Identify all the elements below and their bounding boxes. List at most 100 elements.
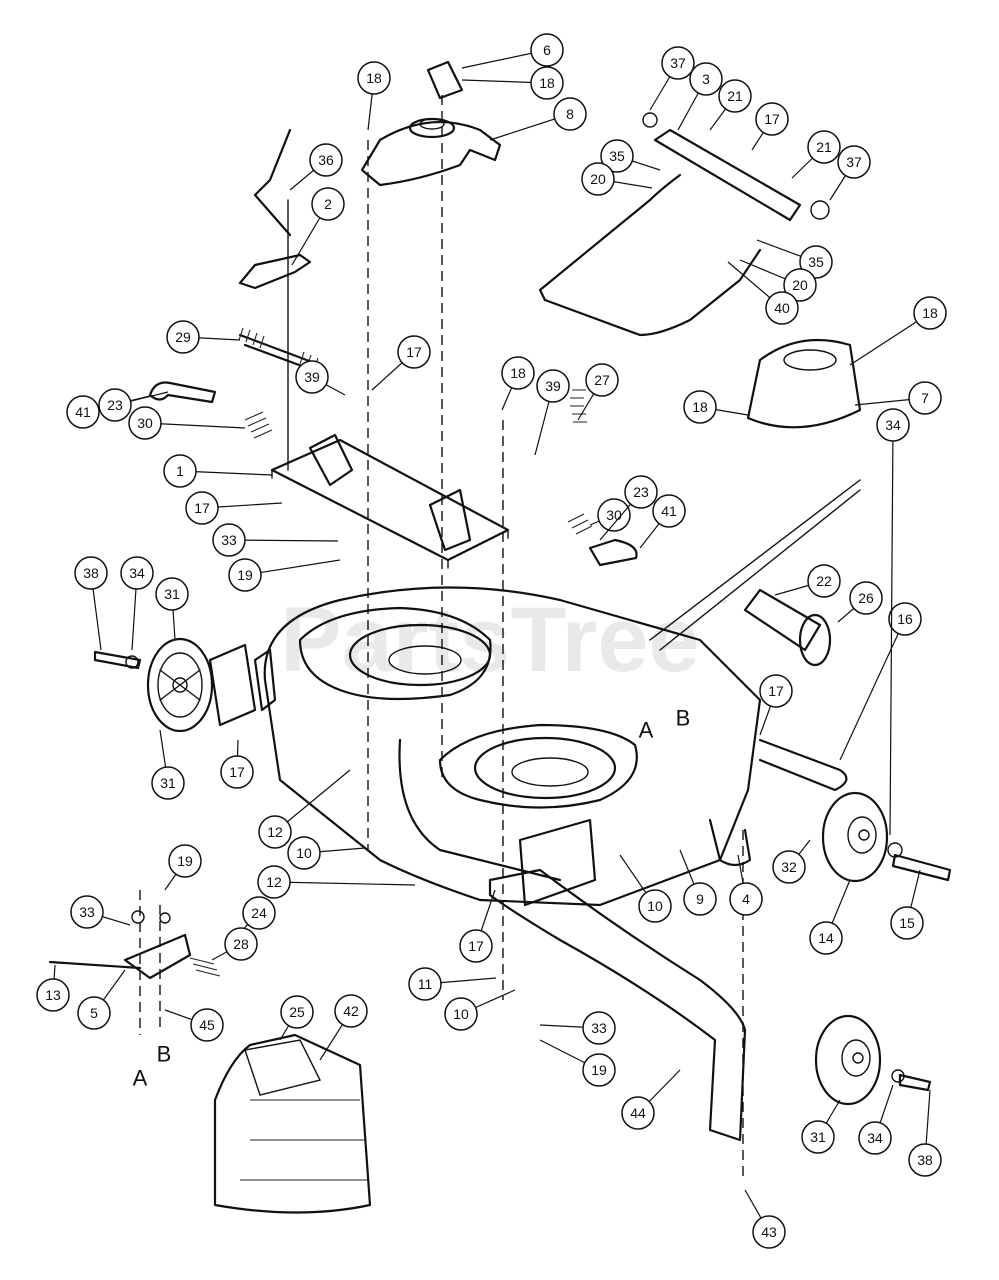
callout-12: 12 [258,769,351,849]
callout-circle [77,996,111,1030]
callout-number: 21 [727,88,743,104]
callout-18: 18 [683,390,749,424]
callout-18: 18 [461,66,564,100]
callout-number: 15 [899,915,915,931]
callout-circle [163,454,197,488]
drawing-parts [48,60,952,1214]
callout-circle [280,995,314,1029]
callout-circle [309,143,343,177]
callout-20: 20 [739,259,817,302]
callout-circle [74,556,108,590]
spring-30-left [244,411,273,439]
callout-number: 39 [304,369,320,385]
callout-number: 18 [922,305,938,321]
spring-29 [238,327,322,374]
callout-17: 17 [759,674,793,736]
mower-deck [253,586,762,907]
callout-circle [624,475,658,509]
callout-circle [98,388,132,422]
callout-17: 17 [371,335,431,391]
spring-27 [570,389,587,423]
pulley-cover-right [746,338,862,429]
cylinder-26 [743,588,832,667]
callout-circle [683,882,717,916]
callout-number: 7 [921,390,929,406]
callout-number: 4 [742,891,750,907]
callout-28: 28 [211,927,258,961]
callout-number: 18 [366,70,382,86]
callout-number: 3 [702,71,710,87]
callout-34: 34 [876,408,910,836]
grass-chute [213,1033,372,1214]
callout-number: 31 [160,775,176,791]
callout-number: 33 [79,904,95,920]
callout-35: 35 [600,139,661,173]
callout-circle [151,766,185,800]
callout-circle [220,755,254,789]
callout-18: 18 [849,296,947,366]
callout-number: 25 [289,1004,305,1020]
lift-lever [238,128,312,471]
callout-number: 5 [90,1005,98,1021]
callout-number: 13 [45,987,61,1003]
callout-circle [228,558,262,592]
callout-number: 17 [229,764,245,780]
callout-19: 19 [539,1039,616,1087]
callout-32: 32 [772,839,811,884]
callout-26: 26 [837,581,883,623]
callout-number: 29 [175,329,191,345]
leader-line [889,424,894,836]
callout-8: 8 [489,97,587,141]
callout-number: 36 [318,152,334,168]
callout-29: 29 [166,320,241,354]
callout-circle [908,381,942,415]
callout-number: 10 [296,845,312,861]
callout-5: 5 [77,969,126,1030]
callout-number: 35 [808,254,824,270]
callout-number: 22 [816,573,832,589]
callout-6: 6 [461,33,564,69]
callout-circle [287,836,321,870]
wheel-left [93,637,257,733]
callout-37: 37 [829,145,871,201]
linkage-right [588,538,638,567]
callout-circle [652,494,686,528]
callout-10: 10 [287,836,366,870]
callout-16: 16 [839,602,922,761]
callout-circle [837,145,871,179]
callout-18: 18 [501,356,535,411]
callout-23: 23 [98,388,169,422]
callout-circle [224,927,258,961]
callout-circle [801,1120,835,1154]
handle-bar [538,112,830,337]
callout-number: 33 [591,1020,607,1036]
callout-circle [585,363,619,397]
callout-circle [809,921,843,955]
callout-circle [70,895,104,929]
callout-circle [890,906,924,940]
callout-41: 41 [639,494,686,549]
callout-circle [888,602,922,636]
callout-circle [459,929,493,963]
callout-number: 31 [810,1129,826,1145]
callout-number: 28 [233,936,249,952]
callout-21: 21 [791,130,841,179]
callout-circle [849,581,883,615]
callout-4: 4 [729,854,763,916]
callout-30: 30 [128,406,246,440]
callout-19: 19 [228,558,341,592]
callout-17: 17 [185,491,283,525]
leader-line [839,618,906,761]
callout-21: 21 [709,79,752,131]
callout-22: 22 [774,564,841,598]
callout-circle [128,406,162,440]
callout-circle [530,33,564,67]
callout-3: 3 [677,62,723,131]
callout-35: 35 [756,239,833,279]
callout-number: 6 [543,42,551,58]
callout-number: 30 [606,507,622,523]
callout-circle [295,360,329,394]
callout-33: 33 [539,1011,616,1045]
callout-circle [212,523,246,557]
callout-circle [530,66,564,100]
